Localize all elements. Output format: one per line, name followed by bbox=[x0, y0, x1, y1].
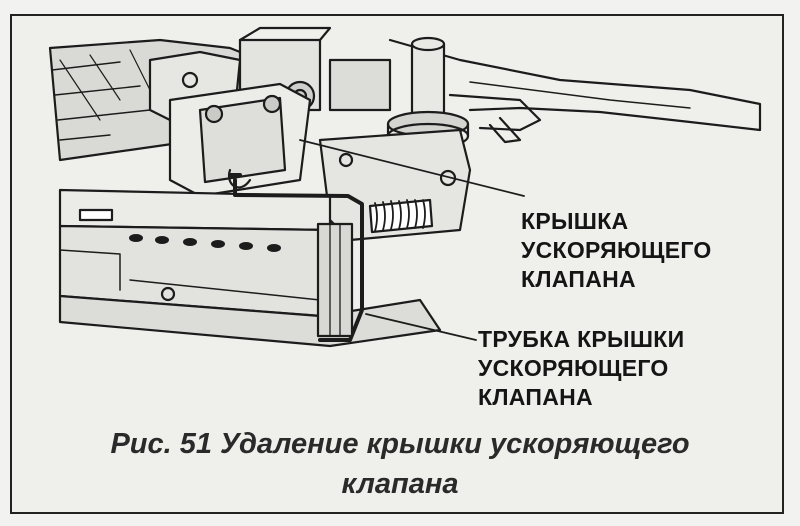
leader-line-cover bbox=[299, 139, 525, 197]
figure-caption: Рис. 51 Удаление крышки ускоряющего клап… bbox=[0, 424, 800, 504]
callout-line: ТРУБКА КРЫШКИ bbox=[478, 326, 685, 352]
accelerator-valve-cover bbox=[168, 82, 312, 198]
tube-bracket bbox=[316, 222, 354, 338]
callout-line: УСКОРЯЮЩЕГО bbox=[478, 355, 669, 381]
callout-accelerator-valve-cover: КРЫШКА УСКОРЯЮЩЕГО КЛАПАНА bbox=[521, 207, 712, 294]
callout-line: КРЫШКА bbox=[521, 208, 629, 234]
valve-cover-tube bbox=[228, 173, 364, 342]
callout-valve-cover-tube: ТРУБКА КРЫШКИ УСКОРЯЮЩЕГО КЛАПАНА bbox=[478, 325, 684, 412]
caption-line-1: Рис. 51 Удаление крышки ускоряющего bbox=[110, 428, 690, 460]
callout-line: КЛАПАНА bbox=[521, 266, 636, 292]
caption-line-2: клапана bbox=[341, 468, 459, 500]
linkage-plate bbox=[388, 38, 762, 144]
leader-line-tube bbox=[365, 313, 477, 341]
callout-line: УСКОРЯЮЩЕГО bbox=[521, 237, 712, 263]
leader-lines bbox=[299, 139, 525, 341]
callout-line: КЛАПАНА bbox=[478, 384, 593, 410]
